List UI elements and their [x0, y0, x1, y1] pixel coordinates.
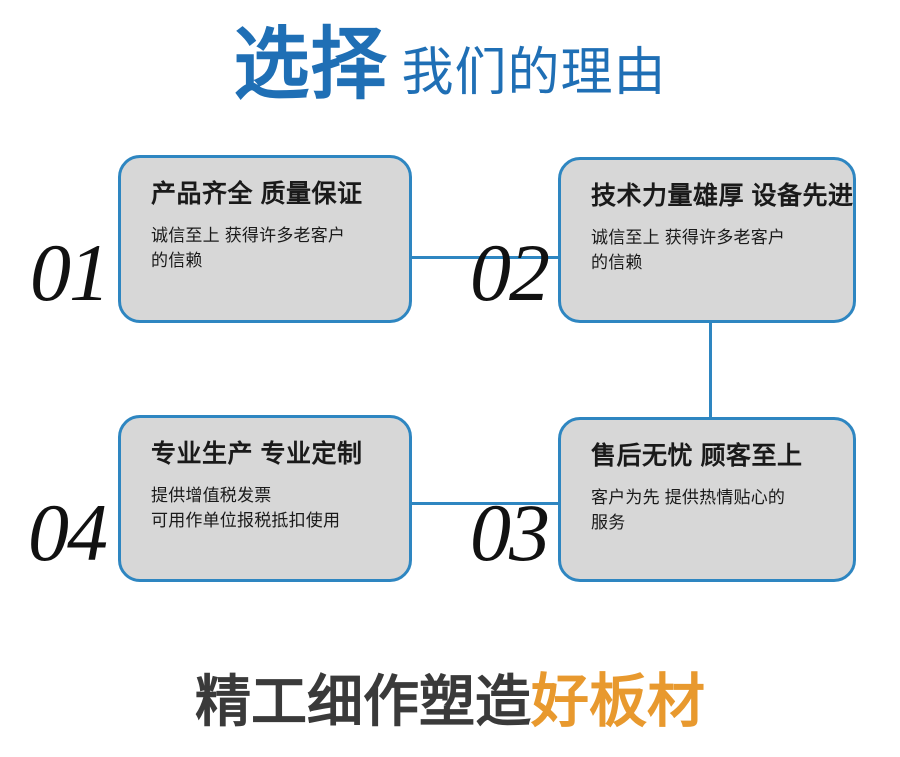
- feature-card-03-body: 客户为先 提供热情贴心的 服务: [591, 485, 837, 536]
- page-title: 选择我们的理由: [0, 17, 900, 111]
- page-title-emphasis: 选择: [233, 17, 388, 111]
- feature-card-04-body-line-1: 提供增值税发票: [151, 485, 272, 505]
- connector-card04-to-card03: [411, 502, 561, 505]
- connector-card02-to-card03: [709, 320, 712, 420]
- feature-card-03-content: 售后无忧 顾客至上 客户为先 提供热情贴心的 服务: [561, 420, 853, 579]
- connector-card01-to-card02: [411, 256, 561, 259]
- feature-card-02-content: 技术力量雄厚 设备先进 诚信至上 获得许多老客户 的信赖: [561, 160, 853, 320]
- feature-card-02-body: 诚信至上 获得许多老客户 的信赖: [591, 225, 837, 276]
- feature-card-04[interactable]: 专业生产 专业定制 提供增值税发票 可用作单位报税抵扣使用: [118, 415, 412, 582]
- feature-card-03[interactable]: 售后无忧 顾客至上 客户为先 提供热情贴心的 服务: [558, 417, 856, 582]
- feature-card-01[interactable]: 产品齐全 质量保证 诚信至上 获得许多老客户 的信赖: [118, 155, 412, 323]
- feature-card-03-body-line-1: 客户为先 提供热情贴心的: [591, 487, 786, 507]
- feature-card-03-body-line-2: 服务: [591, 513, 626, 533]
- feature-card-02[interactable]: 技术力量雄厚 设备先进 诚信至上 获得许多老客户 的信赖: [558, 157, 856, 323]
- feature-card-01-content: 产品齐全 质量保证 诚信至上 获得许多老客户 的信赖: [121, 158, 409, 320]
- footer-slogan-primary: 精工细作塑造: [194, 670, 531, 733]
- feature-card-02-title: 技术力量雄厚 设备先进: [591, 182, 854, 210]
- feature-card-04-body: 提供增值税发票 可用作单位报税抵扣使用: [151, 483, 393, 534]
- feature-card-01-title: 产品齐全 质量保证: [151, 180, 363, 208]
- feature-card-01-body-line-1: 诚信至上 获得许多老客户: [151, 225, 346, 245]
- feature-card-04-content: 专业生产 专业定制 提供增值税发票 可用作单位报税抵扣使用: [121, 418, 409, 579]
- footer-slogan: 精工细作塑造好板材: [0, 672, 900, 730]
- feature-card-02-body-line-1: 诚信至上 获得许多老客户: [591, 227, 786, 247]
- feature-card-03-title: 售后无忧 顾客至上: [591, 442, 803, 470]
- feature-card-02-body-line-2: 的信赖: [591, 253, 643, 273]
- feature-card-02-number: 02: [470, 227, 550, 318]
- feature-card-04-body-line-2: 可用作单位报税抵扣使用: [151, 511, 341, 531]
- feature-card-03-number: 03: [470, 487, 550, 578]
- feature-card-04-number: 04: [28, 487, 108, 578]
- feature-card-01-body: 诚信至上 获得许多老客户 的信赖: [151, 223, 393, 274]
- feature-card-01-number: 01: [30, 227, 110, 318]
- feature-card-04-title: 专业生产 专业定制: [151, 440, 363, 468]
- feature-card-01-body-line-2: 的信赖: [151, 251, 203, 271]
- footer-slogan-accent: 好板材: [530, 667, 705, 735]
- page-title-subtext: 我们的理由: [401, 44, 667, 102]
